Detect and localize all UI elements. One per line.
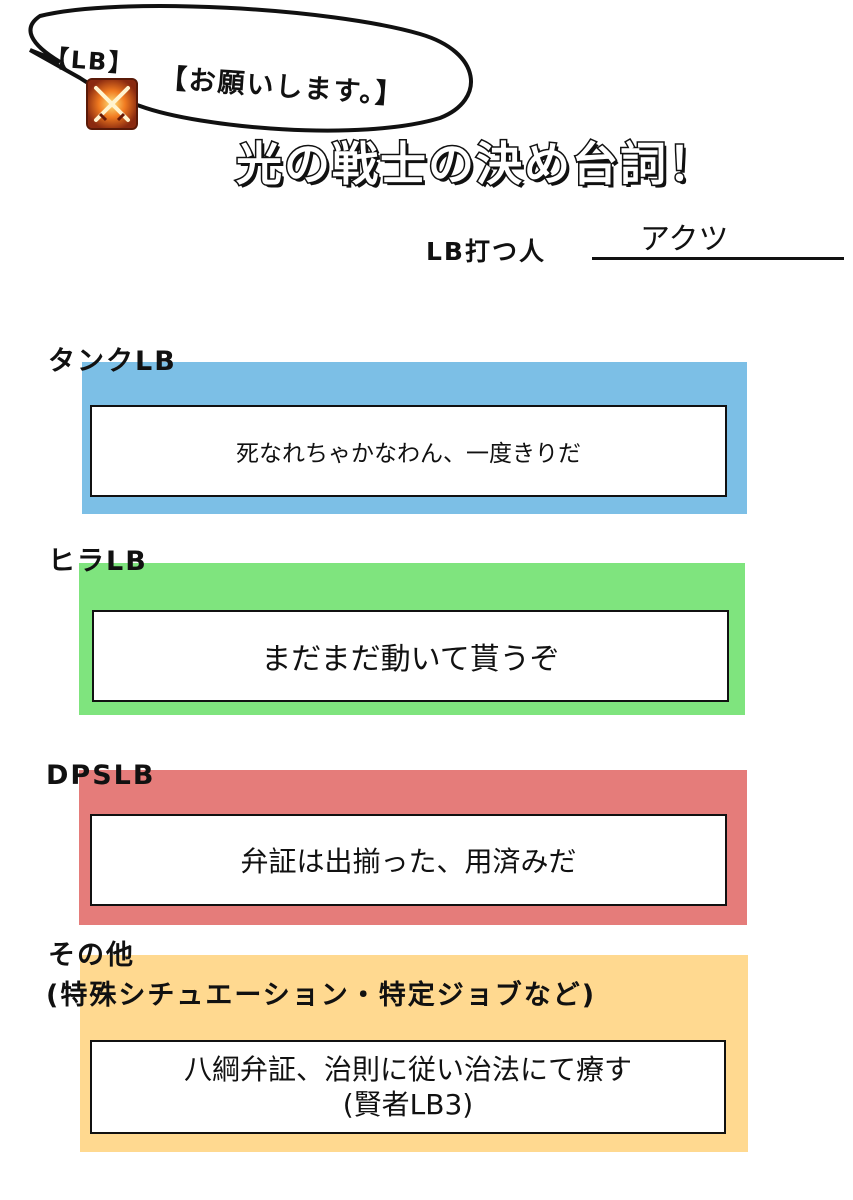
- bubble-tag: 【LB】: [43, 44, 136, 79]
- healer-lb-answer: まだまだ動いて貰うぞ: [92, 610, 729, 702]
- tank-lb-answer: 死なれちゃかなわん、一度きりだ: [90, 405, 727, 497]
- other-label: その他: [48, 940, 135, 971]
- crossed-swords-icon: [86, 78, 138, 130]
- dps-lb-label: DPSLB: [46, 760, 156, 791]
- lb-person-name: アクツ: [640, 222, 729, 257]
- other-answer-line2: (賢者LB3): [342, 1088, 474, 1121]
- other-answer: 八綱弁証、治則に従い治法にて療す (賢者LB3): [90, 1040, 726, 1134]
- other-sublabel: (特殊シチュエーション・特定ジョブなど): [46, 980, 597, 1011]
- tank-lb-label: タンクLB: [48, 346, 177, 377]
- lb-person-label: LB打つ人: [426, 237, 546, 266]
- speech-bubble: 【LB】 【お願いします。】: [0, 0, 480, 140]
- dps-lb-answer: 弁証は出揃った、用済みだ: [90, 814, 727, 906]
- lb-person-underline: [592, 257, 844, 260]
- page-title: 光の戦士の決め台詞！: [235, 136, 716, 193]
- other-answer-line1: 八綱弁証、治則に従い治法にて療す: [183, 1053, 632, 1086]
- healer-lb-label: ヒラLB: [48, 546, 148, 577]
- speech-bubble-shape: [28, 3, 473, 133]
